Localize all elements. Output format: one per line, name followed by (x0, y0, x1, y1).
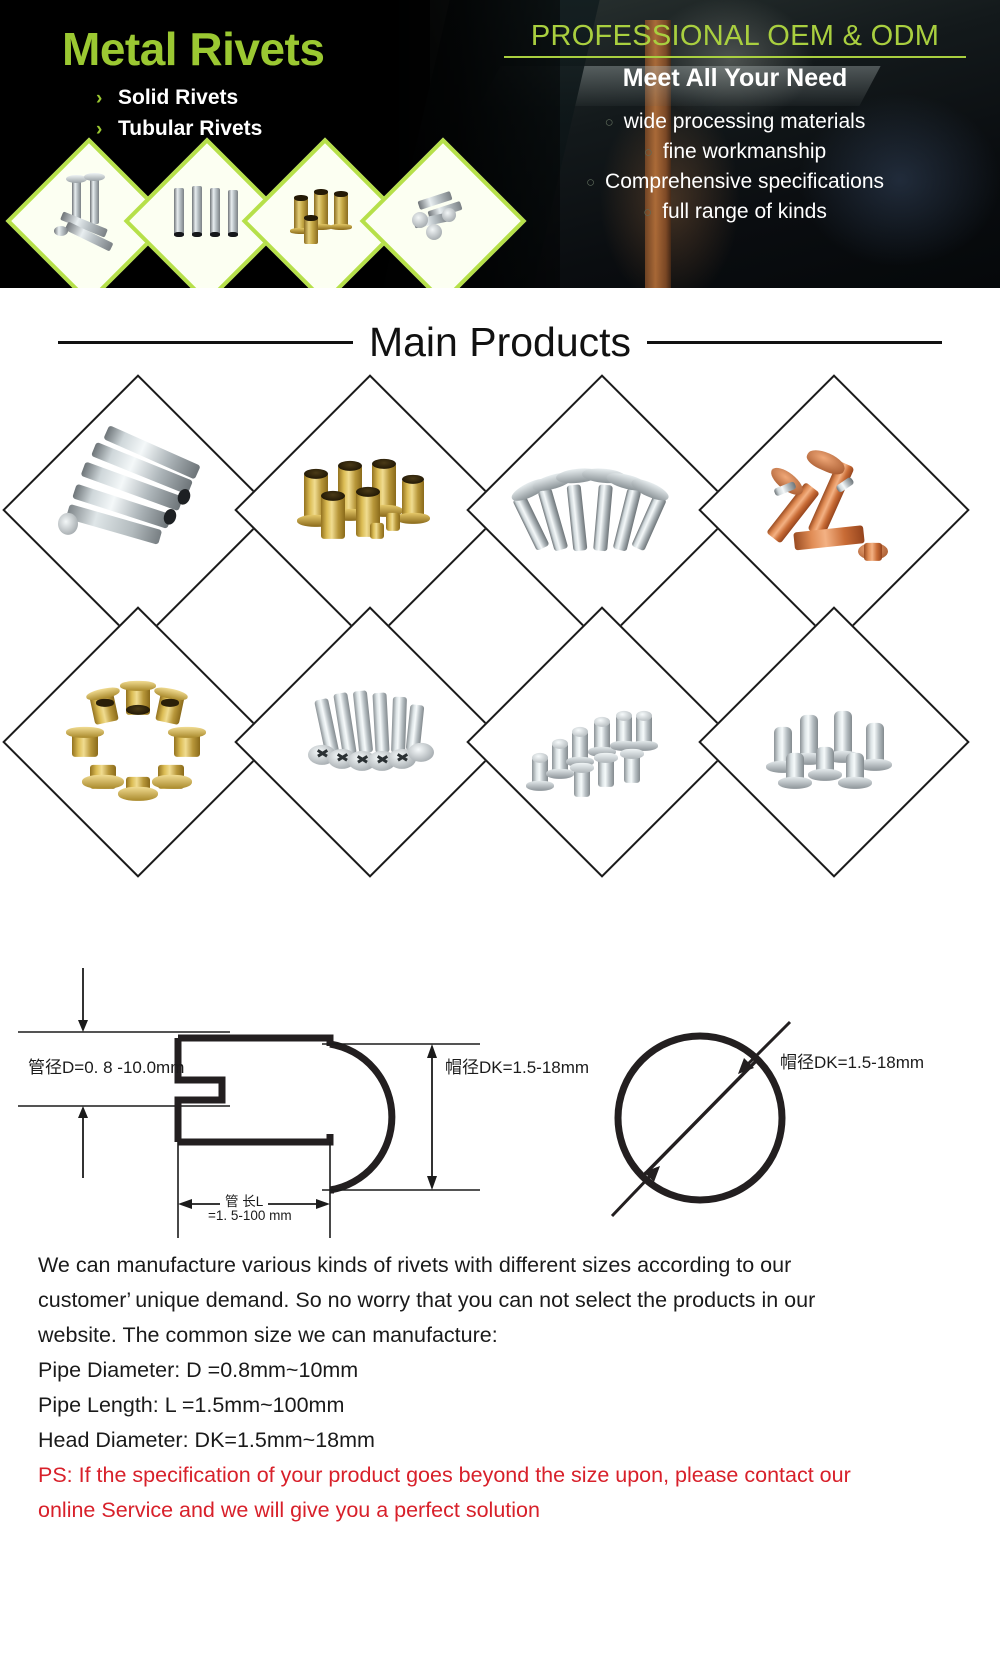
product-tile-flat-head-steel-rivets[interactable] (466, 374, 738, 646)
hero-right-content: PROFESSIONAL OEM & ODM Meet All Your Nee… (470, 0, 1000, 288)
dimension-drawing-svg (18, 968, 792, 1238)
page-title: Main Products (368, 318, 632, 365)
description-line-2-part-a: customer (38, 1288, 127, 1312)
hero-right-bullet-label: wide processing materials (623, 110, 866, 133)
hero-right-bullet-item: ○ fine workmanship (470, 140, 1000, 164)
circle-arrow-icon: ○ (604, 113, 614, 131)
title-rule-right (647, 340, 943, 344)
hero-right-bullet-list: ○ wide processing materials ○ fine workm… (470, 110, 1000, 224)
product-tile-small-steel-solid-rivets[interactable] (466, 606, 738, 878)
product-image (274, 649, 466, 841)
hero-right-bullet-item: ○ Comprehensive specifications (470, 170, 1000, 194)
product-grid (0, 374, 1000, 940)
product-image (42, 649, 234, 841)
product-image (42, 417, 234, 609)
circle-arrow-icon: ○ (643, 143, 653, 161)
ps-note-line-2: online Service and we will give you a pe… (38, 1498, 540, 1522)
description-line-2-part-b: unique demand. So no worry that you can … (135, 1288, 816, 1312)
pipe-length-dimension-label: 管 长L (220, 1190, 269, 1210)
spec-pipe-diameter: Pipe Diameter: D =0.8mm~10mm (38, 1358, 359, 1382)
apostrophe-glyph: ’ (126, 1288, 136, 1312)
hero-bullet-label: Tubular Rivets (118, 117, 263, 140)
spec-pipe-length: Pipe Length: L =1.5mm~100mm (38, 1393, 345, 1417)
hero-bullet-list: › Solid Rivets › Tubular Rivets (96, 86, 262, 148)
hero-right-bullet-item: ○ wide processing materials (470, 110, 1000, 134)
product-tile-brass-semi-tubular-rivets[interactable] (2, 606, 274, 878)
circle-arrow-icon: ○ (643, 203, 653, 221)
head-diameter-dimension-label-left: 帽径DK=1.5-18mm (445, 1058, 590, 1077)
hero-right-bullet-item: ○ full range of kinds (470, 200, 1000, 224)
hero-right-subheading: Meet All Your Need (622, 64, 848, 92)
title-rule-left (57, 340, 353, 344)
hero-right-bullet-label: full range of kinds (662, 200, 827, 223)
hero-title: Metal Rivets (62, 23, 325, 75)
hero-bullet-item: › Tubular Rivets (96, 117, 262, 141)
chevron-right-icon: › (96, 87, 103, 109)
spec-head-diameter: Head Diameter: DK=1.5mm~18mm (38, 1428, 375, 1452)
hero-bullet-item: › Solid Rivets (96, 86, 262, 110)
circle-arrow-icon: ○ (585, 173, 596, 191)
product-tile-nickel-chicago-screws[interactable] (234, 606, 506, 878)
hero-left-content: Metal Rivets › Solid Rivets › Tubular Ri… (0, 0, 470, 288)
main-products-header: Main Products (0, 288, 1000, 396)
product-description-copy: We can manufacture various kinds of rive… (38, 1248, 928, 1528)
product-tile-steel-tubular-rivets[interactable] (2, 374, 274, 646)
description-line-2: customer’unique demand. So no worry that… (38, 1283, 928, 1318)
product-image (738, 417, 930, 609)
hero-heading-underline (504, 56, 966, 58)
technical-dimension-diagram: 管径D=0. 8 -10.0mm 帽径DK=1.5-18mm 管 长L =1. … (0, 940, 1000, 1240)
hero-right-bullet-label: fine workmanship (662, 140, 827, 163)
product-tile-brass-eyelet-rivets[interactable] (234, 374, 506, 646)
hero-right-heading: PROFESSIONAL OEM & ODM (530, 20, 940, 52)
pipe-diameter-dimension-label: 管径D=0. 8 -10.0mm (28, 1058, 185, 1077)
chevron-right-icon: › (96, 118, 103, 140)
product-image (738, 649, 930, 841)
hero-right-bullet-label: Comprehensive specifications (605, 170, 885, 193)
description-line-3: website. The common size we can manufact… (38, 1323, 498, 1347)
hero-banner: Metal Rivets › Solid Rivets › Tubular Ri… (0, 0, 1000, 288)
head-diameter-dimension-label-right: 帽径DK=1.5-18mm (780, 1053, 925, 1072)
product-image (274, 417, 466, 609)
description-line-1: We can manufacture various kinds of rive… (38, 1253, 792, 1277)
pipe-length-dimension-value: =1. 5-100 mm (208, 1208, 292, 1223)
product-tile-copper-round-head-rivets[interactable] (698, 374, 970, 646)
hero-bullet-label: Solid Rivets (118, 86, 239, 109)
product-image (506, 417, 698, 609)
product-image (506, 649, 698, 841)
product-tile-stainless-flange-rivets[interactable] (698, 606, 970, 878)
ps-note-line-1: PS: If the specification of your product… (38, 1463, 851, 1487)
